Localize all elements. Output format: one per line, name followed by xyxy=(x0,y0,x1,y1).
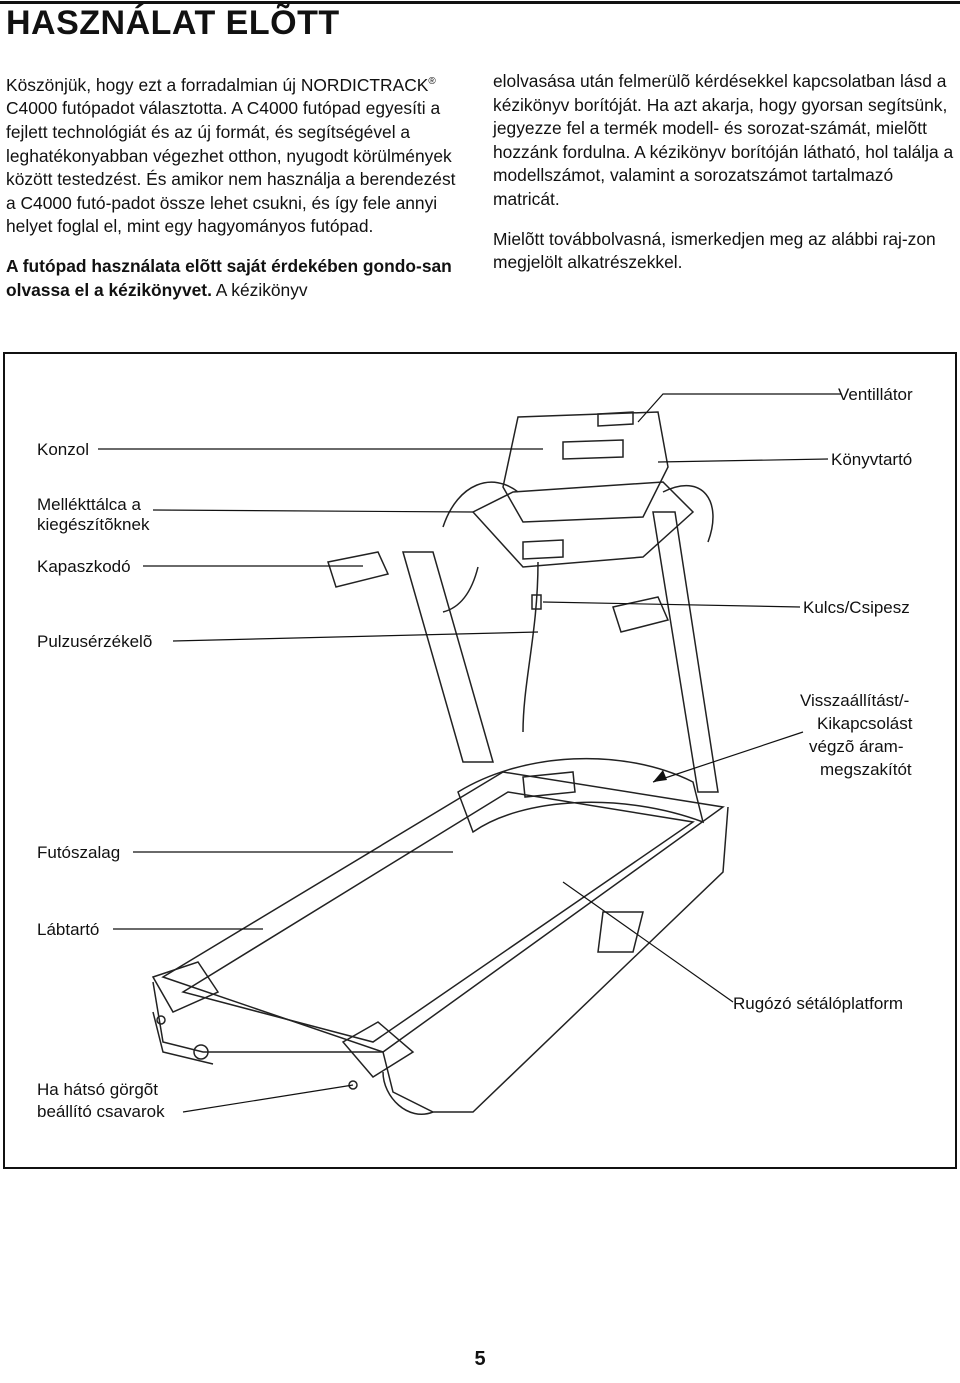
label-ventillator: Ventillátor xyxy=(838,385,913,404)
help-paragraph: elolvasása után felmerülõ kérdésekkel ka… xyxy=(493,71,954,209)
label-visszaallitast-2: Kikapcsolást xyxy=(817,714,913,733)
treadmill-illustration xyxy=(151,411,729,1115)
warning-bold-text: A futópad használata elõtt saját érdekéb… xyxy=(6,255,452,300)
right-column: elolvasása után felmerülõ kérdésekkel ka… xyxy=(493,70,955,291)
warning-paragraph: A futópad használata elõtt saját érdekéb… xyxy=(6,255,452,300)
label-konyvtarto: Könyvtartó xyxy=(831,450,912,469)
label-visszaallitast-3: végzõ áram- xyxy=(809,737,903,756)
top-rule xyxy=(0,1,960,4)
parts-intro-paragraph: Mielõtt továbbolvasná, ismerkedjen meg a… xyxy=(493,228,936,273)
label-mellekttalca-1: Mellékttálca a xyxy=(37,495,141,514)
page-number: 5 xyxy=(474,1348,486,1370)
label-konzol: Konzol xyxy=(37,440,89,459)
left-column: Köszönjük, hogy ezt a forradalmian új NO… xyxy=(6,70,468,318)
diagram-frame xyxy=(3,352,957,1169)
page-title: HASZNÁLAT ELÕTT xyxy=(6,4,340,42)
treadmill-diagram: Ventillátor Konzol Könyvtartó Mellékttál… xyxy=(3,352,957,1169)
label-hatso-2: beállító csavarok xyxy=(37,1102,165,1121)
intro-paragraph: Köszönjük, hogy ezt a forradalmian új NO… xyxy=(6,74,456,237)
label-kapaszkodo: Kapaszkodó xyxy=(37,557,131,576)
label-visszaallitast-1: Visszaállítást/- xyxy=(800,691,909,710)
label-labtarto: Lábtartó xyxy=(37,920,99,939)
arrow-head xyxy=(653,770,667,782)
label-hatso-1: Ha hátsó görgõt xyxy=(37,1080,158,1099)
label-futoszalag: Futószalag xyxy=(37,843,120,862)
label-visszaallitast-4: megszakítót xyxy=(820,760,912,779)
registered-mark: ® xyxy=(428,76,436,87)
label-mellekttalca-2: kiegészítõknek xyxy=(37,515,150,534)
label-rugozo: Rugózó sétálóplatform xyxy=(733,994,903,1013)
label-pulzus: Pulzusérzékelõ xyxy=(37,632,152,651)
label-kulcs: Kulcs/Csipesz xyxy=(803,598,910,617)
leader-lines xyxy=(98,393,841,1113)
